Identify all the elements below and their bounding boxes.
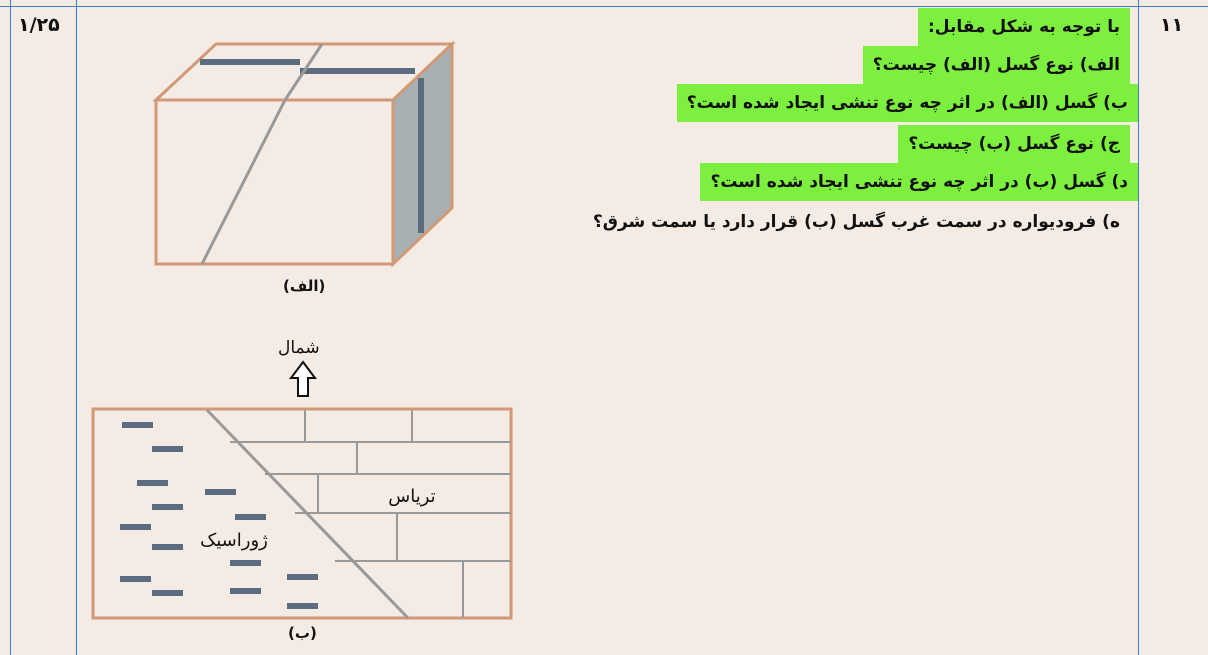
score-column-border bbox=[76, 0, 77, 655]
north-label: شمال bbox=[278, 338, 320, 358]
question-part-a: الف) نوع گسل (الف) چیست؟ bbox=[863, 46, 1130, 84]
top-border bbox=[0, 6, 1208, 7]
figure-b-map: تریاس ژوراسیک bbox=[90, 406, 515, 622]
left-edge-border bbox=[10, 0, 11, 655]
block-front-face bbox=[156, 100, 393, 264]
figure-b-caption: (ب) bbox=[288, 624, 317, 642]
question-intro: با توجه به شکل مقابل: bbox=[918, 8, 1130, 46]
question-part-d: د) گسل (ب) در اثر چه نوع تنشی ایجاد شده … bbox=[700, 163, 1138, 201]
jurassic-label: ژوراسیک bbox=[200, 530, 268, 551]
figure-a-caption: (الف) bbox=[283, 277, 325, 295]
north-arrow-icon bbox=[289, 360, 317, 398]
figure-a-block-diagram bbox=[150, 38, 460, 273]
triassic-label: تریاس bbox=[388, 486, 435, 507]
number-column-border bbox=[1138, 0, 1139, 655]
question-part-e: ه) فرودیواره در سمت غرب گسل (ب) قرار دار… bbox=[583, 203, 1130, 241]
question-part-b: ب) گسل (الف) در اثر چه نوع تنشی ایجاد شد… bbox=[677, 84, 1138, 122]
score-label: ۱/۲۵ bbox=[18, 14, 60, 36]
question-number: ۱۱ bbox=[1160, 14, 1183, 36]
question-part-c: ج) نوع گسل (ب) چیست؟ bbox=[898, 125, 1130, 163]
